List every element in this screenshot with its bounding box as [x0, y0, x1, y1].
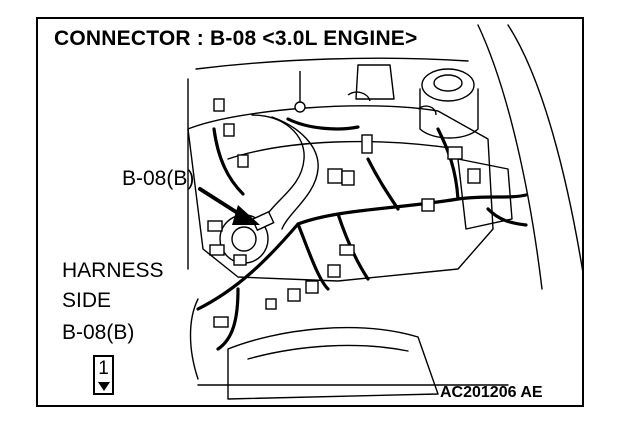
diagram-title: CONNECTOR : B-08 <3.0L ENGINE>	[54, 27, 418, 50]
connector	[361, 134, 373, 154]
engine-bay-illustration	[187, 24, 582, 400]
connector	[341, 170, 355, 186]
main-harness	[196, 193, 528, 311]
connector	[207, 220, 223, 232]
connector	[237, 154, 249, 168]
right-component	[457, 158, 513, 230]
clamp	[417, 105, 437, 116]
harness-branch-5	[216, 287, 240, 351]
connector	[421, 198, 435, 212]
pin-marker-icon	[98, 382, 110, 391]
fender-outline	[507, 24, 582, 272]
clamp	[347, 91, 371, 102]
left-strut	[189, 298, 199, 380]
reservoir-body	[419, 88, 479, 139]
harness-branch-1	[296, 222, 330, 291]
harness-branch-6	[286, 117, 360, 131]
connector-pin-diagram: 1	[93, 355, 114, 395]
fender-inner	[477, 24, 543, 290]
harness-branch-4	[436, 127, 460, 201]
connector	[467, 168, 481, 184]
pin-number: 1	[98, 358, 109, 379]
throttle-body-inner	[231, 226, 257, 252]
engine-block	[187, 105, 494, 282]
connector	[287, 288, 301, 302]
connector	[339, 244, 355, 256]
intake-hose-2	[271, 116, 319, 230]
harness-branch-7	[212, 127, 245, 196]
harness-side-line2: SIDE	[62, 289, 112, 312]
intake-hose	[251, 114, 305, 220]
small-tank	[355, 64, 395, 100]
connector	[209, 244, 225, 256]
reference-code: AC201206 AE	[440, 384, 543, 401]
connector-callout-label: B-08(B)	[122, 167, 195, 190]
lower-housing	[227, 326, 439, 400]
reservoir-cap	[421, 68, 475, 102]
connector	[233, 254, 247, 266]
harness-branch-3	[366, 157, 400, 211]
connector	[305, 280, 319, 294]
connector	[223, 123, 235, 137]
hood-line	[195, 57, 469, 70]
connector	[265, 298, 277, 310]
connector	[327, 168, 343, 184]
diagram-frame: CONNECTOR : B-08 <3.0L ENGINE> B-08(B) H…	[36, 17, 584, 407]
engine-cover-ridge	[227, 140, 459, 160]
connector	[213, 98, 225, 112]
connector	[447, 146, 463, 160]
connector	[213, 316, 229, 328]
harness-right	[486, 207, 528, 227]
antenna-base	[294, 101, 306, 113]
connector	[327, 264, 341, 278]
harness-side-line1: HARNESS	[62, 259, 164, 282]
lower-housing-inner	[247, 344, 409, 360]
pointer-arrow	[198, 187, 260, 225]
harness-connector-label: B-08(B)	[62, 321, 135, 344]
reservoir-cap-inner	[433, 74, 463, 92]
